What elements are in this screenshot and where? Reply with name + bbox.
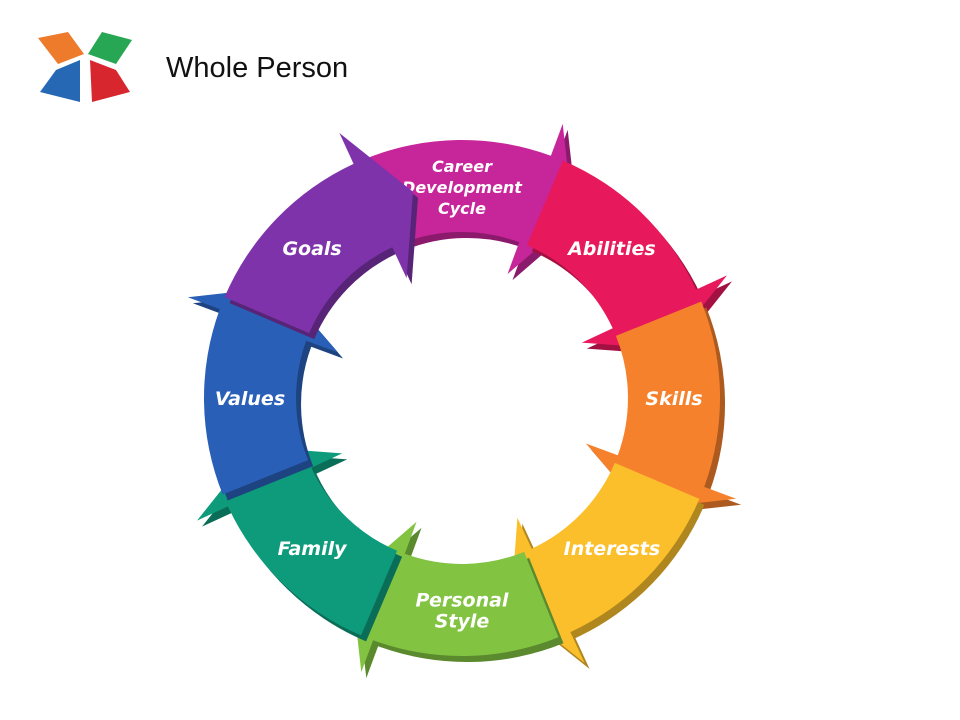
cycle-segment-label-line: Personal [416,590,509,612]
company-logo [38,32,132,102]
cycle-arrow [187,286,339,495]
cycle-segment-label: Interests [564,538,661,560]
cycle-arrow [197,447,398,636]
cycle-segment-label: Values [215,388,285,410]
cycle-segment-5: Family [197,447,403,642]
cycle-segment-label-line: Cycle [438,199,486,218]
cycle-arrow [585,301,737,510]
cycle-segment-label-line: Family [278,538,348,560]
cycle-segment-label: Goals [282,238,341,260]
cycle-arrow [365,123,574,275]
cycle-segment-7: Goals [224,133,418,340]
cycle-arrow [224,133,413,334]
cycle-segment-label: Abilities [566,238,656,260]
cycle-segment-2: Skills [585,301,742,516]
cycle-arrow [526,160,727,349]
cycle-segment-label-line: Goals [282,238,341,260]
cycle-segment-label: Family [278,538,348,560]
page-title: Whole Person [166,52,349,84]
cycle-segment-label-line: Career [432,157,493,176]
cycle-segment-label-line: Development [402,178,523,197]
logo-blue-piece [40,60,80,102]
cycle-arrow [511,462,700,663]
cycle-segment-label-line: Interests [564,538,661,560]
cycle-segment-label: Skills [645,388,702,410]
cycle-segment-1: Abilities [526,160,732,355]
logo-orange-piece [38,32,84,64]
cycle-segment-label-line: Abilities [566,238,656,260]
cycle-arrow [350,521,559,673]
cycle-segment-6: Values [187,286,344,501]
logo-red-piece [90,60,130,102]
cycle-segment-3: Interests [511,462,705,669]
cycle-segment-label-line: Style [435,611,490,633]
cycle-segment-label-line: Skills [645,388,702,410]
cycle-segment-label-line: Values [215,388,285,410]
logo-green-piece [88,32,132,64]
